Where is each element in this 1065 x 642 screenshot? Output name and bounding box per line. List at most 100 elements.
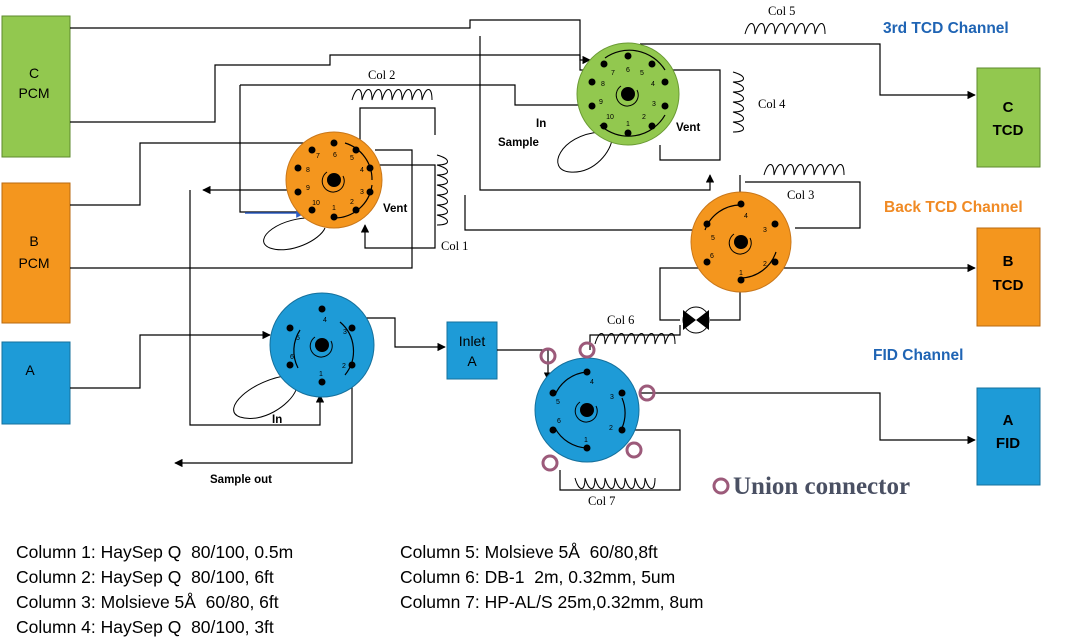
green-port-label-5: 5 bbox=[640, 70, 644, 77]
legend-column-5: Column 5: Molsieve 5Å 60/80,8ft bbox=[400, 542, 658, 562]
c-tcd-label-2: TCD bbox=[993, 122, 1024, 139]
tube-to-ctcd bbox=[640, 43, 976, 100]
tube-bpcm-bottom bbox=[70, 149, 413, 269]
c-pcm-label-2: PCM bbox=[18, 85, 49, 101]
inlet-a-label-2: A bbox=[467, 353, 477, 369]
green-sample-loop bbox=[557, 131, 613, 173]
union-legend-text: Union connector bbox=[733, 473, 910, 500]
blue-left-port-label-4: 4 bbox=[323, 317, 327, 324]
needle-valve-ring bbox=[682, 306, 710, 334]
legend-column-6: Column 6: DB-1 2m, 0.32mm, 5um bbox=[400, 567, 676, 587]
orange-top-port-label-7: 7 bbox=[316, 153, 320, 160]
blue-left-flow-arc-1 bbox=[339, 321, 355, 376]
valve-blue-left-6port: 4 3 2 1 6 5 bbox=[233, 292, 375, 419]
blue-left-port-5 bbox=[286, 324, 294, 332]
green-vent-label: Vent bbox=[676, 122, 700, 134]
green-port-8 bbox=[588, 102, 596, 110]
orange-top-port-label-1: 1 bbox=[332, 205, 336, 212]
valve-orange-6port: 4 3 2 1 6 5 bbox=[690, 191, 792, 293]
col1-label: Col 1 bbox=[441, 239, 468, 253]
orange-right-port-label-1: 1 bbox=[739, 270, 743, 277]
orange-right-port-1 bbox=[737, 276, 745, 284]
b-pcm-label-2: PCM bbox=[18, 255, 49, 271]
blue-right-port-label-6: 6 bbox=[557, 418, 561, 425]
c-pcm-box: C PCM bbox=[1, 15, 71, 158]
orange-right-port-label-2: 2 bbox=[763, 261, 767, 268]
green-port-label-2: 2 bbox=[642, 114, 646, 121]
blue-left-port-3 bbox=[348, 324, 356, 332]
green-port-1 bbox=[624, 52, 632, 60]
tube-sample-out bbox=[174, 380, 353, 468]
green-flow-arc-1 bbox=[604, 49, 666, 71]
blue-right-port-2 bbox=[618, 426, 626, 434]
tube-cpcm-top bbox=[70, 19, 600, 71]
green-port-label-6: 6 bbox=[626, 67, 630, 74]
green-sample-label: Sample bbox=[498, 137, 539, 149]
tube-col3-loop bbox=[745, 181, 861, 229]
blue-left-rotor-arc bbox=[309, 336, 333, 358]
tube-cpcm-bottom bbox=[70, 54, 591, 123]
orange-right-valve-hub bbox=[734, 235, 748, 249]
green-port-label-9: 9 bbox=[599, 99, 603, 106]
valve-green-10port: 7 6 5 4 3 2 1 10 9 8 bbox=[557, 42, 680, 173]
blue-right-port-4 bbox=[583, 368, 591, 376]
union-legend: Union connector bbox=[712, 473, 910, 500]
coil-col2 bbox=[351, 89, 433, 101]
blue-right-port-label-3: 3 bbox=[610, 394, 614, 401]
blue-in-label: In bbox=[272, 414, 282, 426]
union-ring-4 bbox=[625, 441, 643, 459]
orange-top-port-8 bbox=[294, 188, 302, 196]
tube-needle-valve-out bbox=[710, 290, 741, 321]
col6-label: Col 6 bbox=[607, 313, 634, 327]
orange-right-port-6 bbox=[703, 258, 711, 266]
coil-col5 bbox=[744, 23, 826, 35]
tube-middle-to-green bbox=[479, 36, 715, 191]
blue-right-flow-arc-1 bbox=[554, 371, 588, 396]
union-ring-1 bbox=[539, 347, 557, 365]
orange-top-valve-hub bbox=[327, 173, 341, 187]
blue-right-port-label-4: 4 bbox=[590, 379, 594, 386]
blue-right-port-label-2: 2 bbox=[609, 425, 613, 432]
green-port-2 bbox=[648, 60, 656, 68]
a-fid-box: A FID bbox=[976, 387, 1041, 486]
orange-top-port-label-5: 5 bbox=[350, 155, 354, 162]
c-tcd-rect bbox=[976, 67, 1041, 168]
orange-right-port-label-4: 4 bbox=[744, 213, 748, 220]
tube-bpcm-top bbox=[70, 142, 350, 206]
gc-plumbing-diagram: C PCM B PCM A C TCD B TCD A FID Inlet A … bbox=[1, 4, 1041, 508]
green-port-label-7: 7 bbox=[611, 70, 615, 77]
a-label: A bbox=[25, 362, 35, 378]
inlet-a-box: Inlet A bbox=[446, 321, 498, 380]
orange-top-rotor-arc bbox=[321, 171, 345, 193]
union-connectors bbox=[539, 341, 656, 472]
green-port-5 bbox=[648, 122, 656, 130]
orange-right-port-label-3: 3 bbox=[763, 227, 767, 234]
needle-valve-icon bbox=[682, 306, 710, 334]
tube-col6-ends bbox=[589, 325, 681, 350]
orange-right-port-4 bbox=[737, 200, 745, 208]
tube-to-right-orange bbox=[464, 195, 700, 231]
blue-right-port-label-1: 1 bbox=[584, 437, 588, 444]
a-fid-rect bbox=[976, 387, 1041, 486]
union-ring-3 bbox=[638, 384, 656, 402]
orange-right-flow-arc-2 bbox=[740, 251, 777, 279]
green-port-4 bbox=[661, 102, 669, 110]
a-fid-label-2: FID bbox=[996, 435, 1020, 452]
orange-top-port-label-2: 2 bbox=[350, 199, 354, 206]
column-coils bbox=[351, 23, 845, 489]
green-port-9 bbox=[588, 78, 596, 86]
b-tcd-label-1: B bbox=[1003, 253, 1014, 270]
coil-col1 bbox=[436, 154, 448, 226]
green-port-7 bbox=[600, 122, 608, 130]
legend-column-7: Column 7: HP-AL/S 25m,0.32mm, 8um bbox=[400, 592, 704, 612]
blue-left-port-label-6: 6 bbox=[290, 354, 294, 361]
b-tcd-label-2: TCD bbox=[993, 277, 1024, 294]
green-port-label-1: 1 bbox=[626, 121, 630, 128]
legend-column-3: Column 3: Molsieve 5Å 60/80, 6ft bbox=[16, 592, 279, 612]
orange-top-port-7 bbox=[308, 206, 316, 214]
blue-left-port-6 bbox=[286, 361, 294, 369]
b-tcd-rect bbox=[976, 227, 1041, 327]
green-port-6 bbox=[624, 129, 632, 137]
blue-left-sample-loop bbox=[233, 374, 297, 419]
orange-right-rotor-arc bbox=[728, 233, 752, 255]
